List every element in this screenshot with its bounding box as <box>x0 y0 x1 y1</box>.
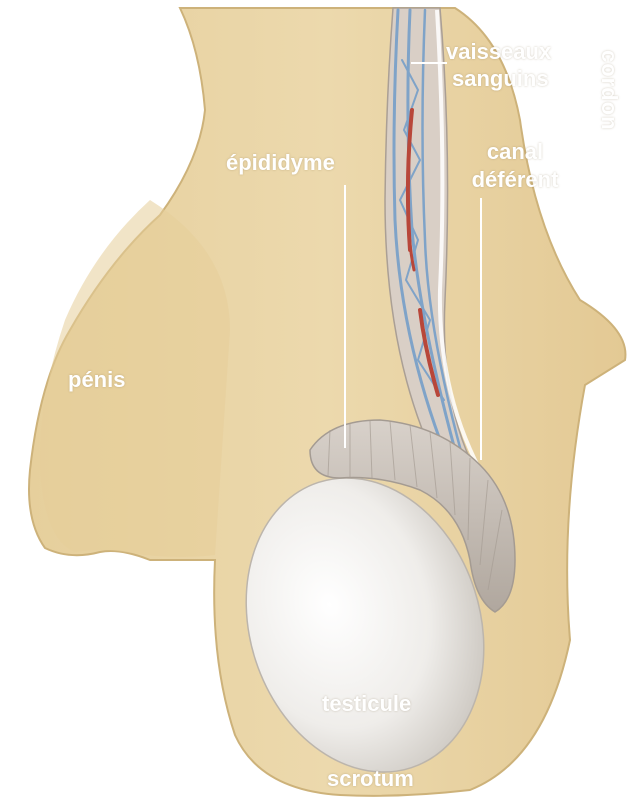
label-canal-line2: déférent <box>450 166 580 194</box>
label-cordon: cordon <box>598 50 620 131</box>
label-vaisseaux-line2: sanguins <box>446 65 551 92</box>
label-epididyme: épididyme <box>226 152 335 174</box>
label-testicule: testicule <box>322 693 411 715</box>
label-canal-deferent: canal déférent <box>450 138 580 194</box>
label-scrotum: scrotum <box>327 768 414 790</box>
label-vaisseaux-line1: vaisseaux <box>446 38 551 65</box>
label-vaisseaux-sanguins: vaisseaux sanguins <box>446 38 551 92</box>
cordon-bracket <box>589 40 596 190</box>
label-penis: pénis <box>68 369 125 391</box>
label-canal-line1: canal <box>450 138 580 166</box>
